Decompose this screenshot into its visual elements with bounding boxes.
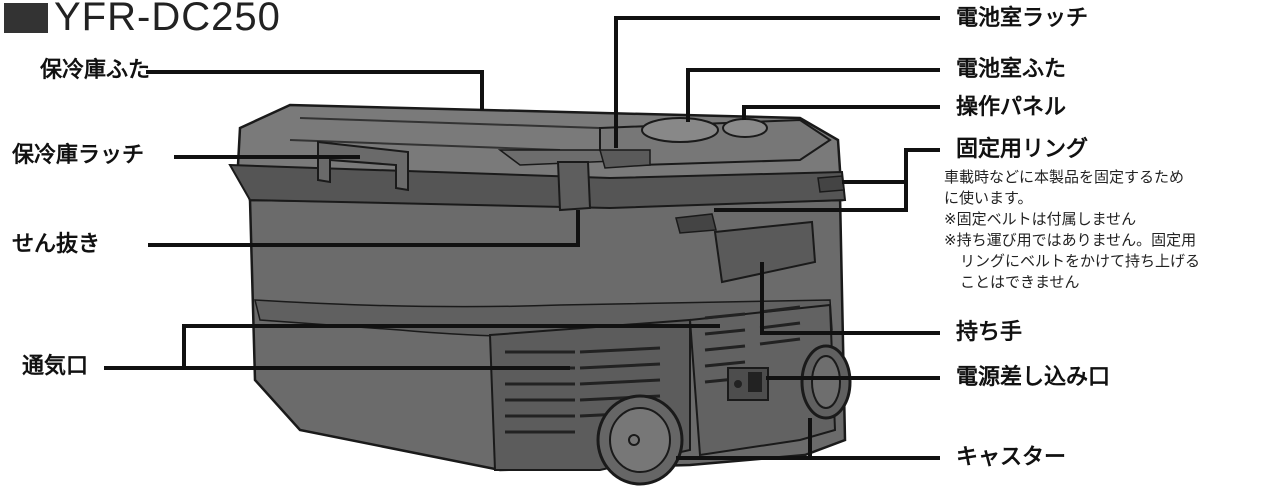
leader-lines xyxy=(104,16,940,460)
label-battery-latch: 電池室ラッチ xyxy=(956,6,1089,31)
lid-front-lip xyxy=(228,163,847,210)
label-bottle-opener: せん抜き xyxy=(12,232,101,257)
model-name: YFR-DC250 xyxy=(54,0,281,39)
cooler-latch-shape xyxy=(317,140,409,192)
note-line: リングにベルトをかけて持ち上げる xyxy=(960,252,1201,270)
leader-battery-latch xyxy=(614,16,940,148)
fixing-ring-note: 車載時などに本製品を固定するため に使います。 ※固定ベルトは付属しません ※持… xyxy=(944,167,1274,293)
leader-vent xyxy=(104,324,720,370)
label-control-panel: 操作パネル xyxy=(956,95,1067,120)
side-vents xyxy=(704,305,801,384)
leader-control-panel xyxy=(742,105,940,120)
label-fixing-ring: 固定用リング xyxy=(956,137,1089,162)
leader-bottle-opener xyxy=(148,210,580,247)
leader-lid xyxy=(146,70,484,110)
bottle-opener-shape xyxy=(556,161,592,212)
handle-shape xyxy=(713,220,817,284)
note-line: ※持ち運び用ではありません。固定用 xyxy=(944,231,1197,249)
label-handle: 持ち手 xyxy=(956,320,1023,345)
label-caster: キャスター xyxy=(956,445,1067,470)
fixing-ring-left xyxy=(675,213,717,234)
leader-handle xyxy=(760,262,940,335)
note-line: 車載時などに本製品を固定するため xyxy=(944,168,1185,186)
caster-wheel-front xyxy=(596,394,684,486)
battery-latch-shape xyxy=(599,149,651,169)
caster-wheel-rear xyxy=(800,344,852,420)
note-line: に使います。 xyxy=(944,189,1033,207)
battery-lid-dome xyxy=(641,117,719,143)
note-line: ※固定ベルトは付属しません xyxy=(944,210,1137,228)
leader-battery-lid xyxy=(686,68,940,122)
note-line: ことはできません xyxy=(960,273,1080,291)
title-square-icon xyxy=(4,3,48,33)
label-vent: 通気口 xyxy=(22,354,89,379)
label-power-inlet: 電源差し込み口 xyxy=(956,365,1111,390)
model-title: YFR-DC250 xyxy=(4,0,281,40)
label-battery-lid: 電池室ふた xyxy=(956,57,1067,82)
fixing-ring-right xyxy=(817,175,845,193)
label-cooler-latch: 保冷庫ラッチ xyxy=(12,143,145,168)
label-lid: 保冷庫ふた xyxy=(40,58,151,83)
control-panel-knob xyxy=(722,118,768,138)
